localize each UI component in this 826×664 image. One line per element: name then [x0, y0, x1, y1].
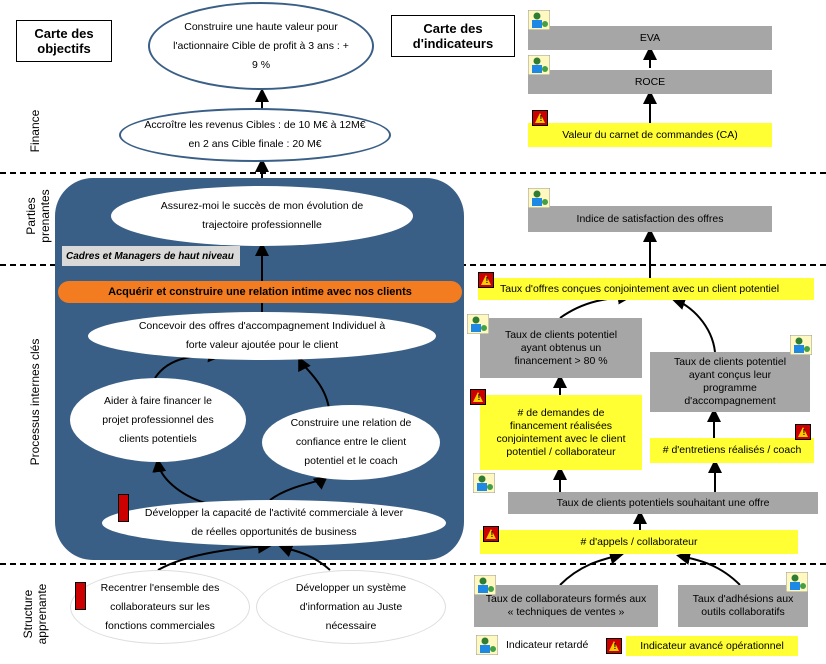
person-icon — [528, 188, 550, 208]
legend-person-icon — [476, 635, 498, 655]
indicator-interviews: # d'entretiens réalisés / coach — [650, 438, 814, 463]
legend-lagging-label: Indicateur retardé — [506, 639, 589, 651]
indicator-prospects-wanting-offer: Taux de clients potentiels souhaitant un… — [508, 492, 818, 514]
objective-refocus-staff: Recentrer l'ensemble des collaborateurs … — [70, 570, 250, 644]
person-icon — [528, 55, 550, 75]
indicator-roce: ROCE — [528, 70, 772, 94]
person-icon — [528, 10, 550, 30]
warning-icon: ! — [795, 424, 811, 440]
person-icon — [474, 575, 496, 595]
legend-warning-icon: ! — [606, 638, 622, 654]
intimate-relationship-banner: Acquérir et construire une relation inti… — [58, 281, 462, 303]
objective-career-success: Assurez-moi le succès de mon évolution d… — [111, 186, 413, 246]
indicator-eva: EVA — [528, 26, 772, 50]
objective-finance-projects: Aider à faire financer le projet profess… — [70, 378, 246, 462]
indicator-financing-rate: Taux de clients potentiel ayant obtenus … — [480, 318, 642, 378]
red-flag-icon — [118, 494, 129, 522]
person-icon — [473, 473, 495, 493]
indicators-map-header: Carte des d'indicateurs — [391, 15, 515, 57]
person-icon — [790, 335, 812, 355]
indicator-financing-requests: # de demandes de financement réalisées c… — [480, 395, 642, 470]
warning-icon: ! — [478, 272, 494, 288]
objective-increase-revenue: Accroître les revenus Cibles : de 10 M€ … — [119, 108, 391, 162]
indicator-co-designed-offers: Taux d'offres conçues conjointement avec… — [478, 278, 814, 300]
indicator-sales-training: Taux de collaborateurs formés aux « tech… — [474, 585, 658, 627]
indicator-program-designed: Taux de clients potentiel ayant conçus l… — [650, 352, 810, 412]
person-icon — [786, 572, 808, 592]
legend-leading-label: Indicateur avancé opérationnel — [626, 636, 798, 656]
separator-finance — [0, 172, 826, 174]
objective-information-system: Développer un système d'information au J… — [256, 570, 446, 644]
person-icon — [467, 314, 489, 334]
warning-icon: ! — [532, 110, 548, 126]
objective-trust-relationship: Construire une relation de confiance ent… — [262, 405, 440, 480]
indicator-collab-tools: Taux d'adhésions aux outils collaboratif… — [678, 585, 808, 627]
red-flag-icon — [75, 582, 86, 610]
separator-internal — [0, 563, 826, 565]
indicator-offer-satisfaction: Indice de satisfaction des offres — [528, 206, 772, 232]
objective-commercial-capacity: Développer la capacité de l'activité com… — [102, 500, 446, 546]
warning-icon: ! — [470, 389, 486, 405]
segment-label: Cadres et Managers de haut niveau — [62, 246, 240, 266]
objective-shareholder-value: Construire une haute valeur pour l'actio… — [148, 2, 374, 90]
objective-design-offers: Concevoir des offres d'accompagnement In… — [88, 312, 436, 360]
indicator-order-book: Valeur du carnet de commandes (CA) — [528, 123, 772, 147]
objectives-map-header: Carte des objectifs — [16, 20, 112, 62]
warning-icon: ! — [483, 526, 499, 542]
indicator-calls: # d'appels / collaborateur — [480, 530, 798, 554]
